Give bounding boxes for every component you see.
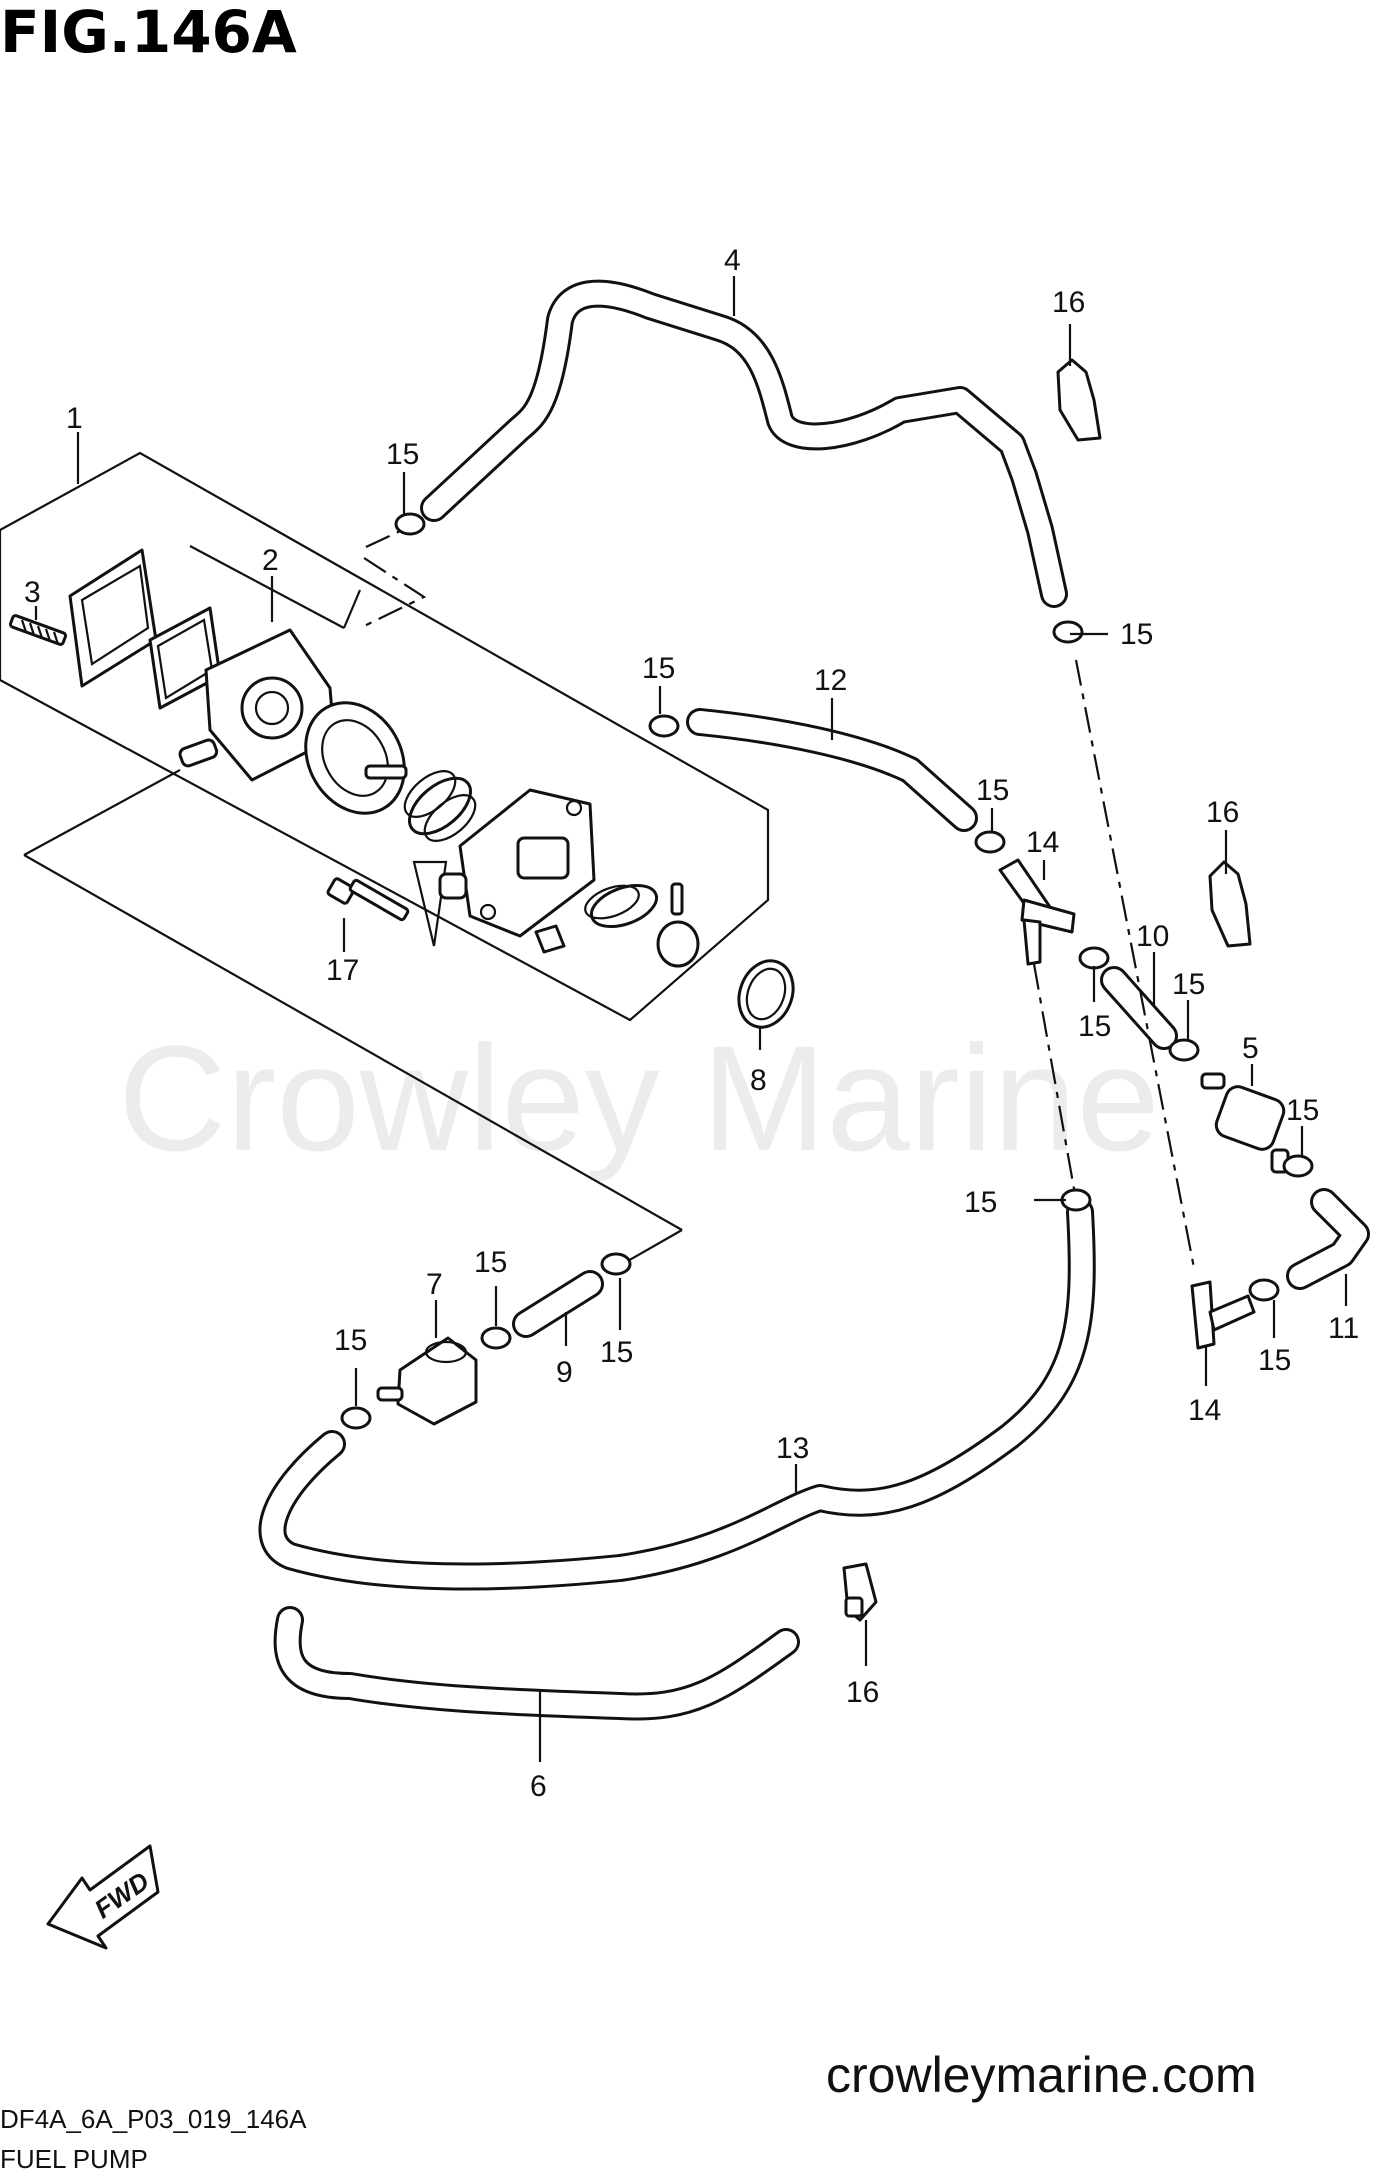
hose-part-9 xyxy=(512,1270,604,1338)
callout-15-a: 15 xyxy=(386,438,419,471)
callout-12: 12 xyxy=(814,664,847,697)
website-url: crowleymarine.com xyxy=(826,2047,1257,2103)
callout-15-b: 15 xyxy=(1120,618,1153,651)
callout-16-top: 16 xyxy=(1052,286,1085,319)
callout-3: 3 xyxy=(24,576,41,609)
hose-part-13 xyxy=(258,1198,1096,1591)
clip-part-16-bottom xyxy=(842,1562,878,1622)
callout-16-mid: 16 xyxy=(1206,796,1239,829)
callout-15-g: 15 xyxy=(1286,1094,1319,1127)
callout-2: 2 xyxy=(262,544,279,577)
clip-part-16-top xyxy=(1056,358,1102,442)
callout-15-k: 15 xyxy=(600,1336,633,1369)
o-ring-part-8 xyxy=(737,959,795,1029)
callout-7: 7 xyxy=(426,1268,443,1301)
figure-code: DF4A_6A_P03_019_146A xyxy=(0,2104,307,2134)
diaphragm xyxy=(304,701,408,815)
screw-part-3 xyxy=(8,614,68,646)
callout-15-d: 15 xyxy=(976,774,1009,807)
callout-15-f: 15 xyxy=(1172,968,1205,1001)
connection-lines xyxy=(1032,659,1196,1269)
callout-10: 10 xyxy=(1136,920,1169,953)
callout-17: 17 xyxy=(326,954,359,987)
callout-15-e: 15 xyxy=(1078,1010,1111,1043)
callout-9: 9 xyxy=(556,1356,573,1389)
pump-cover xyxy=(438,788,596,954)
valve-spring xyxy=(584,882,700,968)
callout-15-j: 15 xyxy=(474,1246,507,1279)
callout-6: 6 xyxy=(530,1770,547,1803)
hose-part-10 xyxy=(1100,966,1178,1050)
hose-part-4 xyxy=(420,279,1068,608)
callout-15-h: 15 xyxy=(964,1186,997,1219)
callout-15-l: 15 xyxy=(334,1324,367,1357)
figure-title: FIG.146A xyxy=(0,0,297,66)
callout-15-i: 15 xyxy=(1258,1344,1291,1377)
hose-part-12 xyxy=(686,708,978,832)
bolt-part-17 xyxy=(326,877,410,922)
hose-clamps xyxy=(340,512,1314,1430)
forward-direction-arrow: FWD xyxy=(46,1844,160,1950)
callout-14-upper: 14 xyxy=(1026,826,1059,859)
hose-part-6 xyxy=(273,1606,800,1721)
fuel-filter-part-5 xyxy=(1200,1072,1290,1174)
hose-part-11 xyxy=(1286,1188,1370,1290)
diaphragm-spring xyxy=(403,770,477,842)
tee-joint-upper xyxy=(998,858,1076,966)
callout-15-c: 15 xyxy=(642,652,675,685)
tee-joint-lower xyxy=(1190,1280,1256,1350)
figure-caption: FUEL PUMP xyxy=(0,2144,148,2174)
callout-labels: 1 2 3 4 5 6 7 8 9 10 11 12 13 14 14 15 1… xyxy=(24,244,1359,1803)
clip-part-16-mid xyxy=(1208,860,1252,948)
callout-8: 8 xyxy=(750,1064,767,1097)
callout-4: 4 xyxy=(724,244,741,277)
callout-13: 13 xyxy=(776,1432,809,1465)
callout-5: 5 xyxy=(1242,1032,1259,1065)
callout-1: 1 xyxy=(66,402,83,435)
callout-16-bottom: 16 xyxy=(846,1676,879,1709)
watermark-text: Crowley Marine xyxy=(118,1014,1160,1182)
callout-14-lower: 14 xyxy=(1188,1394,1221,1427)
callout-11: 11 xyxy=(1328,1312,1359,1345)
leader-lines xyxy=(34,276,1348,1762)
fuel-filter-part-7 xyxy=(376,1336,478,1426)
gasket-plate xyxy=(68,548,158,688)
